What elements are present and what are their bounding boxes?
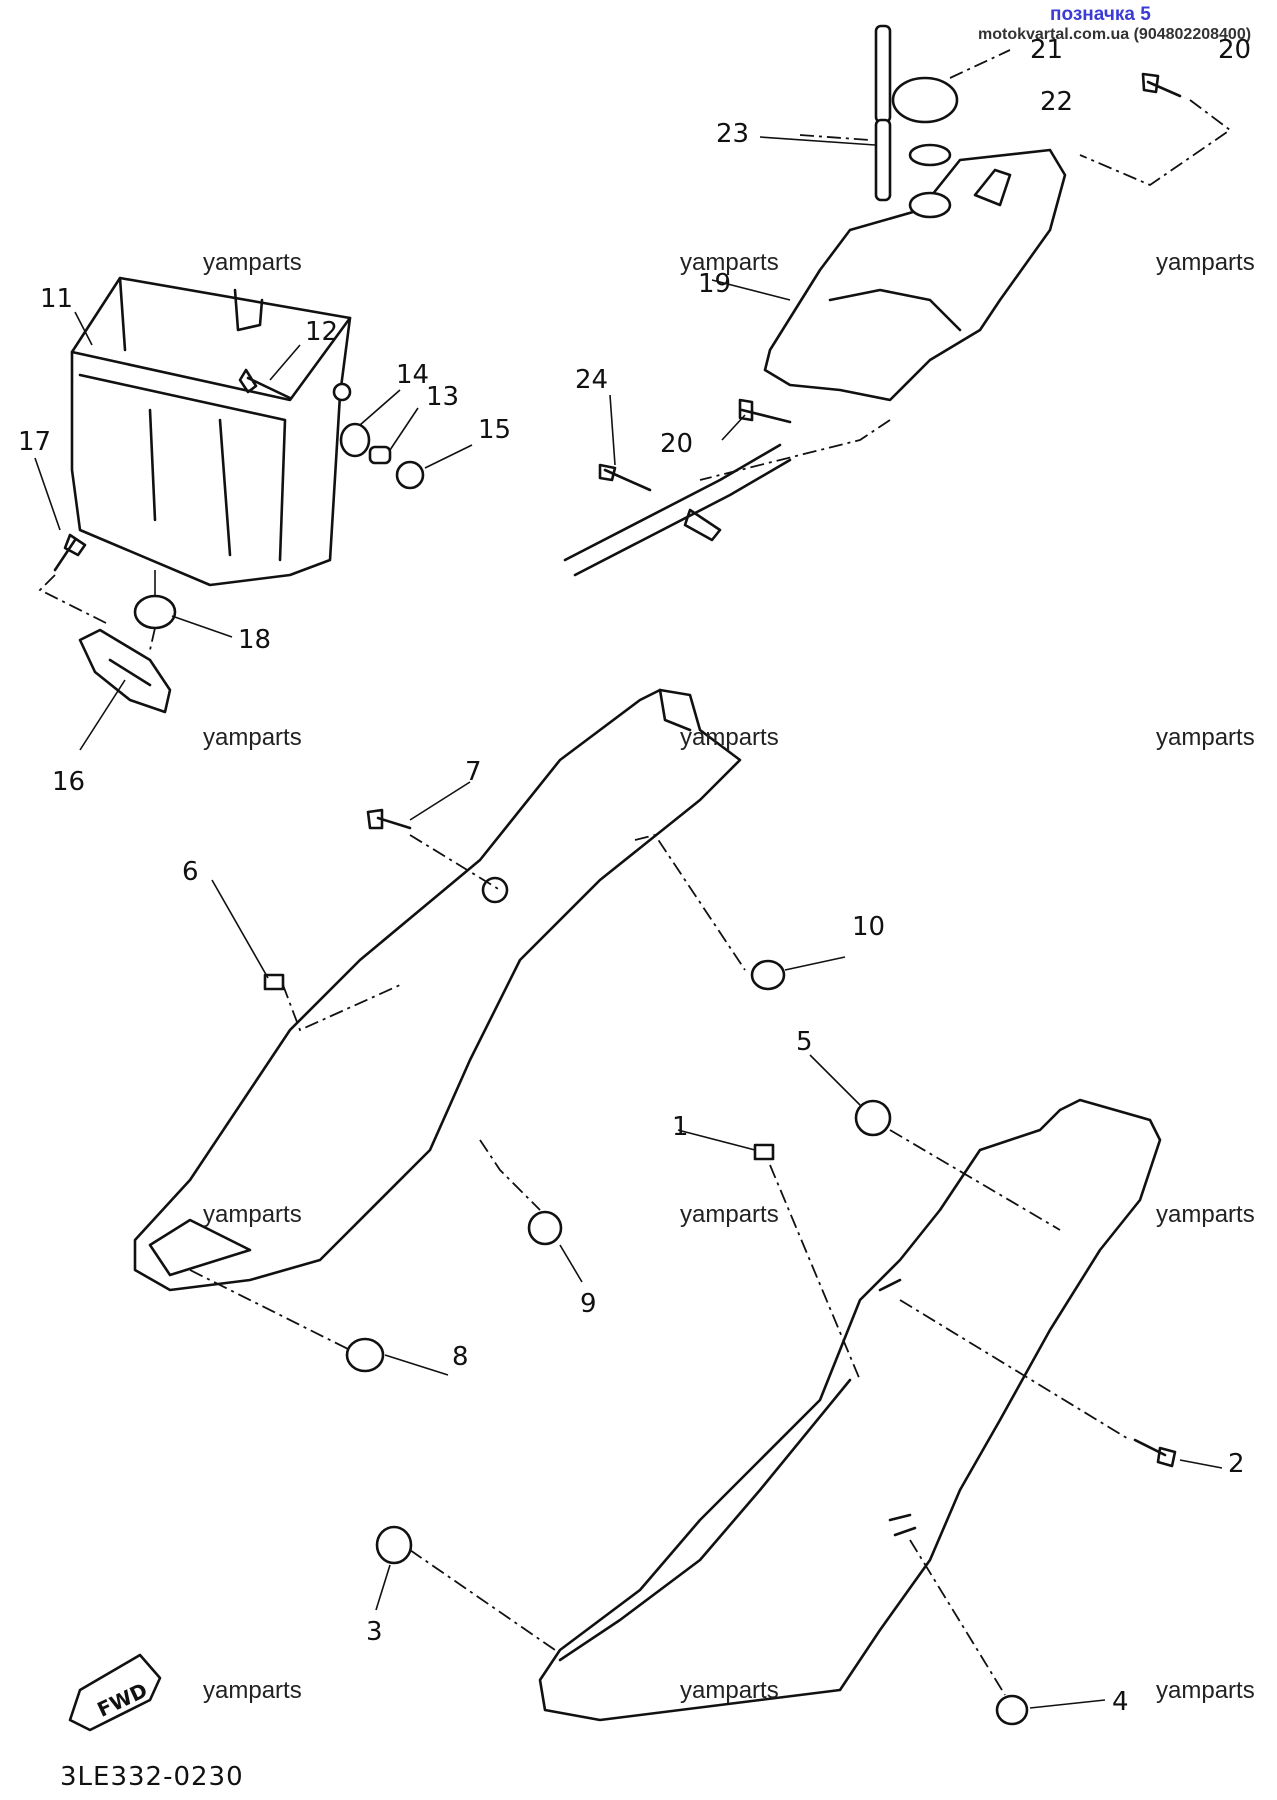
callout-10: 10 [852, 912, 885, 942]
diagram-code: 3LE332-0230 [60, 1762, 244, 1792]
bolt-7 [366, 808, 412, 830]
callout-23: 23 [716, 119, 749, 149]
watermark: yamparts [1156, 1201, 1255, 1228]
bolt-12 [238, 368, 292, 400]
cap-21 [891, 76, 959, 124]
clip-24 [598, 463, 652, 492]
damper-18 [133, 594, 177, 630]
callout-24: 24 [575, 365, 608, 395]
watermark: yamparts [203, 1677, 302, 1704]
callout-16: 16 [52, 767, 85, 797]
callout-1: 1 [672, 1112, 689, 1142]
bracket-16 [78, 628, 172, 714]
callout-7: 7 [465, 757, 482, 787]
side-cover-part[interactable] [133, 688, 742, 1292]
watermark: yamparts [203, 249, 302, 276]
callout-9: 9 [580, 1289, 597, 1319]
grommet-9 [527, 1210, 563, 1246]
battery-box-group [38, 276, 425, 714]
callout-5: 5 [796, 1027, 813, 1057]
watermark: yamparts [680, 724, 779, 751]
callout-3: 3 [366, 1617, 383, 1647]
callout-20-lower: 20 [660, 429, 693, 459]
grommet-8 [345, 1337, 385, 1373]
watermark: yamparts [680, 249, 779, 276]
callout-15: 15 [478, 415, 511, 445]
watermark: yamparts [1156, 1677, 1255, 1704]
watermark: yamparts [203, 724, 302, 751]
bolt-20-top [1141, 72, 1182, 98]
collar-14 [339, 422, 371, 458]
header-badge: позначка 5 [1050, 4, 1151, 25]
clip-6 [263, 973, 285, 991]
callout-6: 6 [182, 857, 199, 887]
rod-upper [874, 24, 892, 124]
watermark: yamparts [1156, 249, 1255, 276]
callout-17: 17 [18, 427, 51, 457]
callout-20-top: 20 [1218, 35, 1251, 65]
callout-14: 14 [396, 360, 429, 390]
bolt-17 [53, 533, 87, 572]
reservoir-tank-19[interactable] [763, 148, 1067, 402]
side-cover-right [375, 1098, 1177, 1726]
grommet-10 [750, 959, 786, 991]
grommet-3 [375, 1525, 413, 1565]
callout-2: 2 [1228, 1449, 1245, 1479]
bolt-20-lower [738, 398, 792, 424]
clip-1 [753, 1143, 775, 1161]
ring-22 [908, 143, 952, 167]
bolt-2 [1133, 1438, 1177, 1468]
callout-12: 12 [305, 317, 338, 347]
rod-23 [874, 118, 892, 202]
spacer-13 [368, 445, 392, 465]
watermark: yamparts [1156, 724, 1255, 751]
callout-18: 18 [238, 625, 271, 655]
callout-11: 11 [40, 284, 73, 314]
callout-21: 21 [1030, 35, 1063, 65]
leader-lines [34, 136, 1223, 1709]
callout-numbers: 11 12 14 13 15 17 18 16 19 20 24 23 22 2… [18, 35, 1251, 1717]
grommet-5 [854, 1099, 892, 1137]
nut-4 [995, 1694, 1029, 1726]
callout-19: 19 [698, 269, 731, 299]
callout-4: 4 [1112, 1687, 1129, 1717]
watermarks: yamparts yamparts yamparts yamparts yamp… [203, 249, 1255, 1704]
callout-13: 13 [426, 382, 459, 412]
side-cover-right-part[interactable] [538, 1098, 1162, 1722]
tank-group [563, 24, 1232, 577]
watermark: yamparts [680, 1677, 779, 1704]
side-cover-left [133, 688, 786, 1373]
fwd-arrow: FWD [68, 1653, 162, 1732]
header-site-link[interactable]: motokvartal.com.ua (904802208400) [978, 26, 1252, 43]
watermark: yamparts [680, 1201, 779, 1228]
callout-22: 22 [1040, 87, 1073, 117]
callout-8: 8 [452, 1342, 469, 1372]
watermark: yamparts [203, 1201, 302, 1228]
nut-15 [395, 460, 425, 490]
